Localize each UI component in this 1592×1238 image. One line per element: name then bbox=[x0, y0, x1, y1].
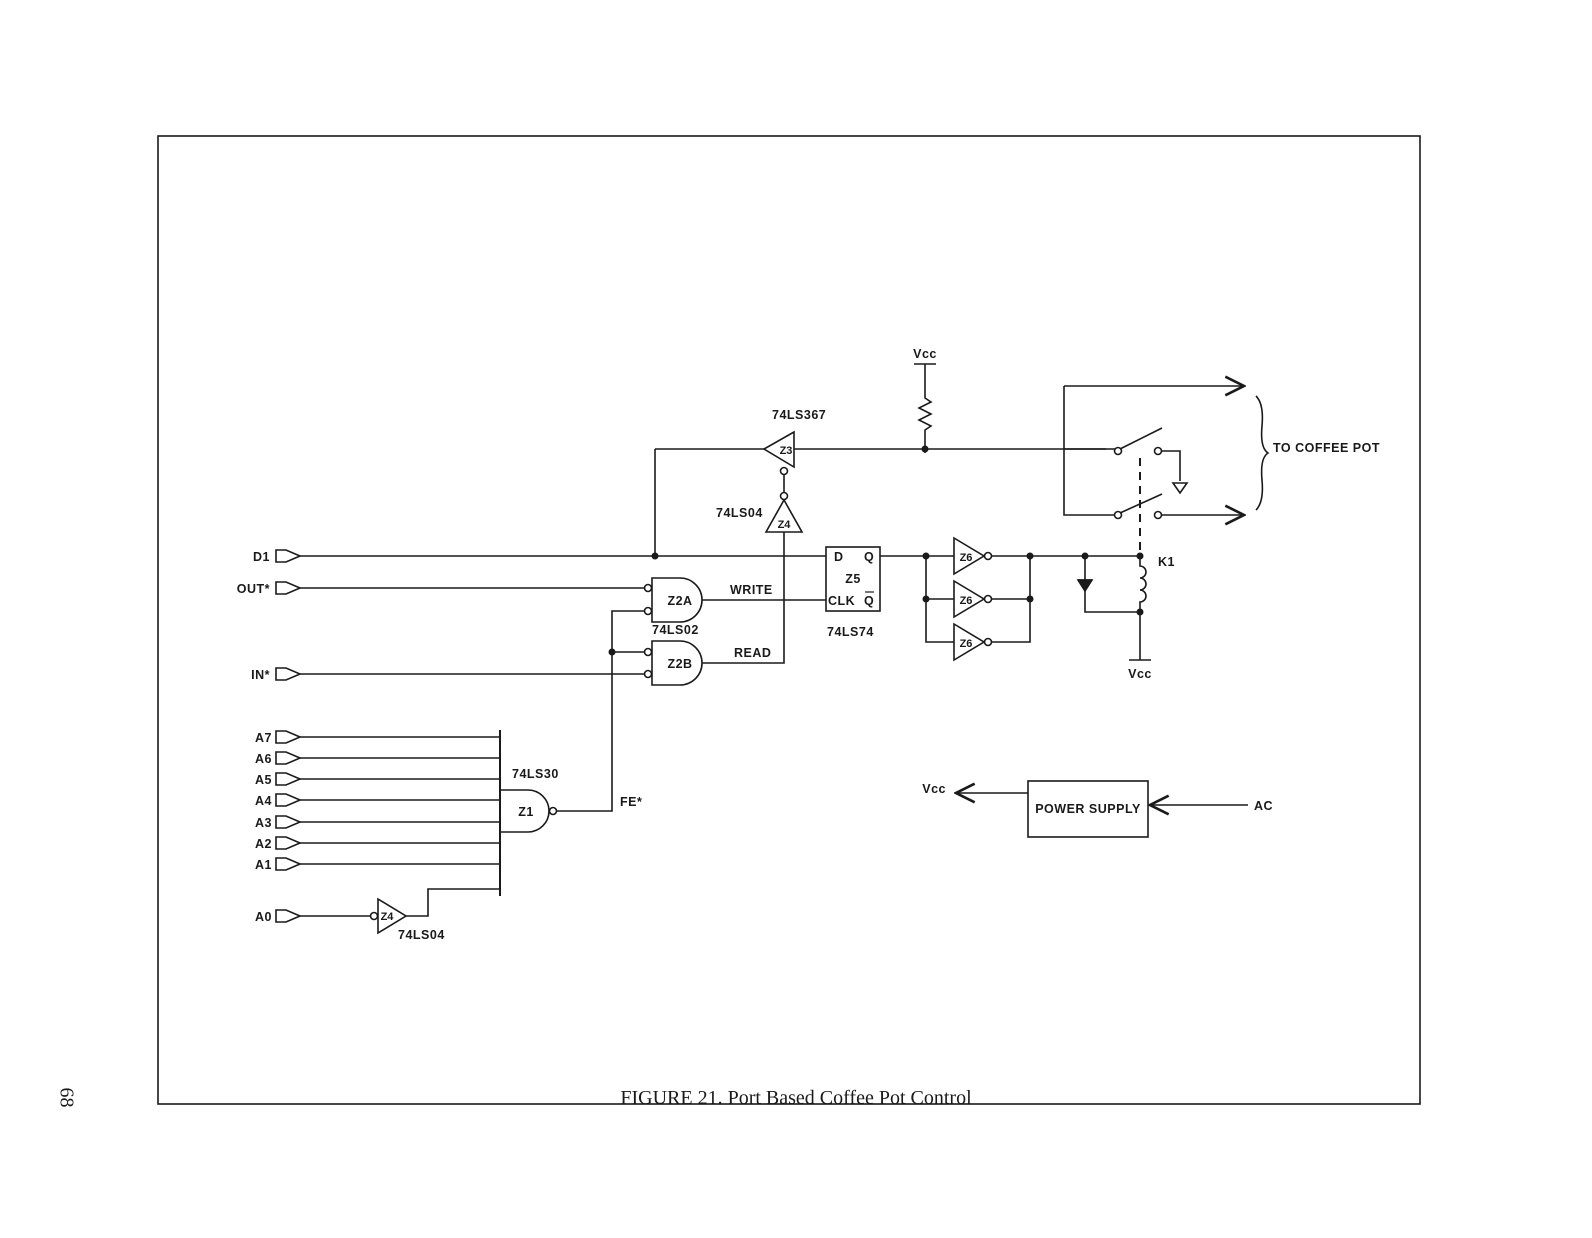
label-z4-top-part: 74LS04 bbox=[716, 506, 763, 520]
junction-coil-bottom bbox=[1137, 609, 1144, 616]
label-in: IN* bbox=[251, 668, 270, 682]
label-z6-1: Z6 bbox=[960, 552, 973, 564]
label-z5-qbar: Q bbox=[864, 594, 874, 608]
z6-bubble-2 bbox=[985, 596, 992, 603]
ground-symbol bbox=[1173, 483, 1187, 493]
figure-frame bbox=[158, 136, 1420, 1104]
z2b-input-bubble-1 bbox=[645, 649, 652, 656]
connector-a7 bbox=[276, 731, 300, 743]
junction-diode bbox=[1082, 553, 1089, 560]
z1-output-bubble bbox=[550, 808, 557, 815]
junction-z6-out-2 bbox=[1027, 596, 1034, 603]
junction-fe bbox=[609, 649, 616, 656]
label-vcc-top: Vcc bbox=[913, 347, 937, 361]
junction-z6-in-2 bbox=[923, 596, 930, 603]
connector-a2 bbox=[276, 837, 300, 849]
label-z5: Z5 bbox=[845, 572, 861, 586]
label-z2-part: 74LS02 bbox=[652, 623, 699, 637]
junction-z6-in-1 bbox=[923, 553, 930, 560]
z3-enable-bubble bbox=[781, 468, 788, 475]
contact-2b bbox=[1155, 512, 1162, 519]
label-z2a: Z2A bbox=[667, 594, 692, 608]
connector-a5 bbox=[276, 773, 300, 785]
label-a4: A4 bbox=[255, 794, 272, 808]
connector-a0 bbox=[276, 910, 300, 922]
wire-fe bbox=[557, 611, 648, 811]
label-a5: A5 bbox=[255, 773, 272, 787]
z6-bubble-1 bbox=[985, 553, 992, 560]
label-a6: A6 bbox=[255, 752, 272, 766]
switch-arm-1 bbox=[1120, 428, 1162, 449]
label-z5-d: D bbox=[834, 550, 844, 564]
z6-bubble-3 bbox=[985, 639, 992, 646]
label-z4-top: Z4 bbox=[778, 519, 792, 531]
label-a3: A3 bbox=[255, 816, 272, 830]
z2a-input-bubble-2 bbox=[645, 608, 652, 615]
junction-coil-top bbox=[1137, 553, 1144, 560]
label-vcc-relay: Vcc bbox=[1128, 667, 1152, 681]
label-z1: Z1 bbox=[518, 805, 534, 819]
connector-d1 bbox=[276, 550, 300, 562]
connector-out bbox=[276, 582, 300, 594]
z2a-input-bubble-1 bbox=[645, 585, 652, 592]
contact-1b bbox=[1155, 448, 1162, 455]
relay-contacts-wiring bbox=[1064, 386, 1116, 515]
label-z5-q: Q bbox=[864, 550, 874, 564]
z4-bottom-bubble bbox=[371, 913, 378, 920]
junction-z6-out-1 bbox=[1027, 553, 1034, 560]
figure-caption: FIGURE 21. Port Based Coffee Pot Control bbox=[0, 1087, 1592, 1110]
label-a1: A1 bbox=[255, 858, 272, 872]
label-read: READ bbox=[734, 646, 771, 660]
label-write: WRITE bbox=[730, 583, 773, 597]
label-z6-2: Z6 bbox=[960, 595, 973, 607]
ground-wire bbox=[1162, 451, 1180, 481]
connector-a1 bbox=[276, 858, 300, 870]
z4-top-bubble bbox=[781, 493, 788, 500]
label-z3-part: 74LS367 bbox=[772, 408, 826, 422]
label-ac: AC bbox=[1254, 799, 1273, 813]
label-a0: A0 bbox=[255, 910, 272, 924]
label-z3: Z3 bbox=[780, 445, 793, 457]
label-vcc-ps: Vcc bbox=[922, 782, 946, 796]
label-k1: K1 bbox=[1158, 555, 1175, 569]
wire-read bbox=[702, 532, 784, 663]
label-z4-bottom: Z4 bbox=[381, 911, 395, 923]
wire-diode bbox=[1085, 556, 1140, 612]
page-number: 68 bbox=[55, 1088, 78, 1108]
z6-output-bus bbox=[992, 556, 1138, 642]
switch-arm-2 bbox=[1120, 494, 1162, 513]
label-z4-bottom-part: 74LS04 bbox=[398, 928, 445, 942]
flyback-diode bbox=[1078, 580, 1092, 591]
label-fe: FE* bbox=[620, 795, 642, 809]
junction-d1 bbox=[652, 553, 659, 560]
z2b-input-bubble-2 bbox=[645, 671, 652, 678]
connector-a6 bbox=[276, 752, 300, 764]
label-z1-part: 74LS30 bbox=[512, 767, 559, 781]
label-a2: A2 bbox=[255, 837, 272, 851]
pullup-resistor bbox=[919, 364, 931, 453]
coffee-pot-brace bbox=[1256, 396, 1268, 510]
relay-k1-coil bbox=[1140, 556, 1146, 660]
label-d1: D1 bbox=[253, 550, 270, 564]
connector-a3 bbox=[276, 816, 300, 828]
label-z5-clk: CLK bbox=[828, 594, 855, 608]
label-to-coffee-pot: TO COFFEE POT bbox=[1273, 441, 1380, 455]
label-out: OUT* bbox=[237, 582, 270, 596]
label-z6-3: Z6 bbox=[960, 638, 973, 650]
label-power-supply: POWER SUPPLY bbox=[1035, 802, 1141, 816]
label-a7: A7 bbox=[255, 731, 272, 745]
label-z5-part: 74LS74 bbox=[827, 625, 874, 639]
connector-in bbox=[276, 668, 300, 680]
connector-a4 bbox=[276, 794, 300, 806]
label-z2b: Z2B bbox=[667, 657, 692, 671]
junction-vcc-pullup bbox=[922, 446, 929, 453]
wire-a0-inverted bbox=[406, 889, 500, 916]
